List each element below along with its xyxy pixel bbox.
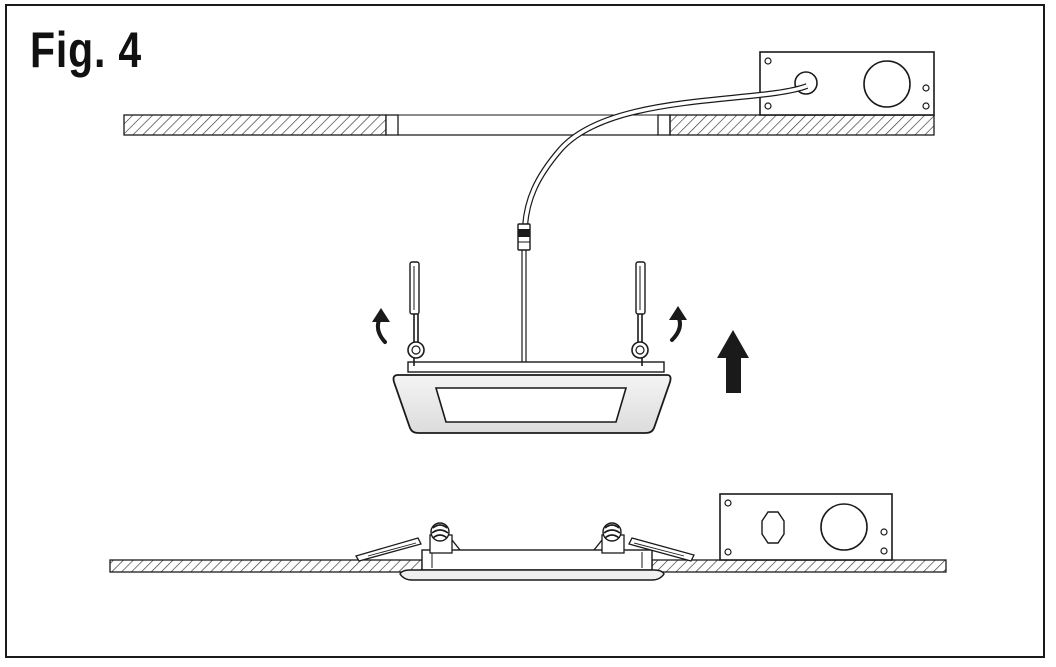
figure-label: Fig. 4 — [30, 22, 142, 78]
ceiling-top — [123, 114, 935, 136]
spring-clip-installed-left — [355, 522, 461, 562]
junction-box-bottom — [719, 493, 893, 561]
installed-fixture — [399, 549, 665, 581]
curved-arrow-icon — [372, 308, 390, 344]
arrow-up-thick-icon — [717, 330, 749, 393]
curved-arrow-icon — [669, 306, 687, 342]
power-cable — [517, 83, 809, 362]
junction-box-top — [759, 51, 935, 116]
spring-clip-installed-right — [593, 522, 695, 562]
spring-clip-right — [631, 261, 649, 366]
spring-clip-left — [407, 261, 425, 366]
light-fixture — [392, 361, 672, 434]
